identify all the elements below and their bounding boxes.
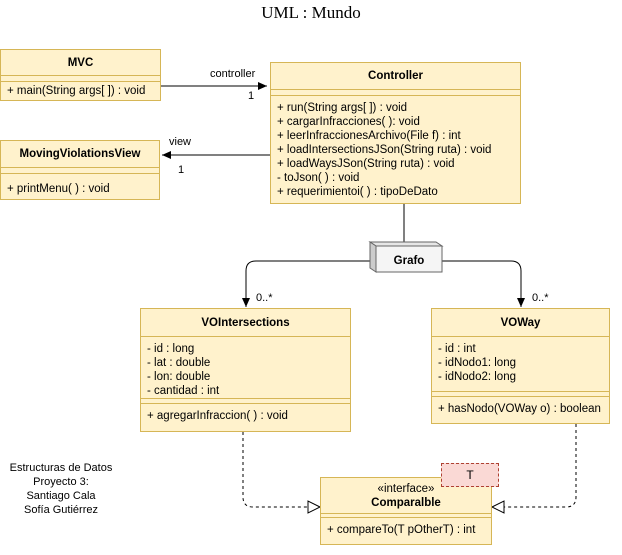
method-row: - toJson( ) : void xyxy=(277,172,360,184)
intersections-multiplicity: 0..* xyxy=(256,292,273,304)
method-section: + printMenu( ) : void xyxy=(1,174,159,198)
interface-comparable-header: «interface» Comparalble xyxy=(321,478,491,514)
grafo-intersections-association xyxy=(242,260,376,307)
attribute-separator xyxy=(271,90,520,96)
interface-comparable[interactable]: «interface» Comparalble + compareTo(T pO… xyxy=(320,477,492,545)
section-separator xyxy=(432,392,609,397)
method-row: + leerInfraccionesArchivo(File f) : int xyxy=(277,130,461,142)
intersections-realization xyxy=(242,432,310,508)
class-name: MVC xyxy=(67,56,94,69)
type-parameter-box: T xyxy=(441,463,499,487)
method-section: + run(String args[ ]) : void + cargarInf… xyxy=(271,96,520,201)
class-voway[interactable]: VOWay - id : int - idNodo1: long - idNod… xyxy=(431,308,610,424)
attribute-row: - id : int xyxy=(438,343,476,355)
attribute-row: - id : long xyxy=(147,343,195,355)
controller-multiplicity: 1 xyxy=(248,90,255,102)
attribute-section: - id : int - idNodo1: long - idNodo2: lo… xyxy=(432,337,609,391)
method-section: + agregarInfraccion( ) : void xyxy=(141,404,350,425)
credits-note: Estructuras de Datos Proyecto 3: Santiag… xyxy=(0,461,122,517)
class-name: VOIntersections xyxy=(201,316,290,329)
class-name: VOWay xyxy=(500,316,541,329)
class-voway-header: VOWay xyxy=(432,309,609,337)
credits-line: Estructuras de Datos xyxy=(9,462,113,474)
class-mvc-header: MVC xyxy=(1,50,160,76)
method-section: + hasNodo(VOWay o) : boolean xyxy=(432,397,609,418)
class-mvc[interactable]: MVC + main(String args[ ]) : void xyxy=(0,49,161,101)
credits-line: Sofía Gutiérrez xyxy=(24,504,98,516)
way-multiplicity: 0..* xyxy=(532,292,549,304)
section-separator xyxy=(141,399,350,404)
attribute-section: - id : long - lat : double - lon: double… xyxy=(141,337,350,398)
method-row: + requerimientoi( ) : tipoDeDato xyxy=(277,186,438,198)
attribute-separator xyxy=(1,168,159,174)
class-vointersections-header: VOIntersections xyxy=(141,309,350,337)
credits-line: Santiago Cala xyxy=(26,490,96,502)
method-section: + compareTo(T pOtherT) : int xyxy=(321,518,491,539)
attribute-separator xyxy=(1,76,160,82)
attribute-separator xyxy=(321,514,491,518)
credits-line: Proyecto 3: xyxy=(33,476,89,488)
attribute-row: - idNodo2: long xyxy=(438,371,516,383)
method-row: + hasNodo(VOWay o) : boolean xyxy=(438,403,601,415)
grafo-box xyxy=(368,241,444,273)
class-moving-violations-view[interactable]: MovingViolationsView + printMenu( ) : vo… xyxy=(0,140,160,200)
attribute-row: - lat : double xyxy=(147,357,211,369)
method-row: + agregarInfraccion( ) : void xyxy=(147,410,288,422)
attribute-row: - idNodo1: long xyxy=(438,357,516,369)
view-role-label: view xyxy=(169,136,192,148)
method-row: + printMenu( ) : void xyxy=(7,183,110,195)
class-vointersections[interactable]: VOIntersections - id : long - lat : doub… xyxy=(140,308,351,432)
section-divider xyxy=(141,398,350,399)
class-name: Comparalble xyxy=(371,496,441,509)
view-multiplicity: 1 xyxy=(178,164,185,176)
class-name: Controller xyxy=(368,70,423,82)
section-divider xyxy=(432,391,609,392)
method-row: + compareTo(T pOtherT) : int xyxy=(327,524,476,536)
method-row: + run(String args[ ]) : void xyxy=(277,102,408,114)
method-row: + cargarInfracciones( ): void xyxy=(277,116,420,128)
attribute-row: - lon: double xyxy=(147,371,211,383)
grafo-label: Grafo xyxy=(393,255,425,267)
method-section: + main(String args[ ]) : void xyxy=(1,82,160,100)
way-realization-head xyxy=(490,500,505,514)
intersections-realization-head xyxy=(307,500,322,514)
class-view-header: MovingViolationsView xyxy=(1,141,159,168)
way-realization xyxy=(502,424,577,508)
stereotype: «interface» xyxy=(377,482,435,495)
method-row: + main(String args[ ]) : void xyxy=(7,85,146,97)
controller-role-label: controller xyxy=(210,68,256,80)
grafo-way-association xyxy=(442,260,525,307)
class-name: MovingViolationsView xyxy=(19,148,141,160)
class-controller-header: Controller xyxy=(271,63,520,90)
method-row: + loadWaysJSon(String ruta) : void xyxy=(277,158,455,170)
diagram-title: UML : Mundo xyxy=(261,3,361,22)
class-controller[interactable]: Controller + run(String args[ ]) : void … xyxy=(270,62,521,204)
method-row: + loadIntersectionsJSon(String ruta) : v… xyxy=(277,144,492,156)
attribute-row: - cantidad : int xyxy=(147,385,220,397)
